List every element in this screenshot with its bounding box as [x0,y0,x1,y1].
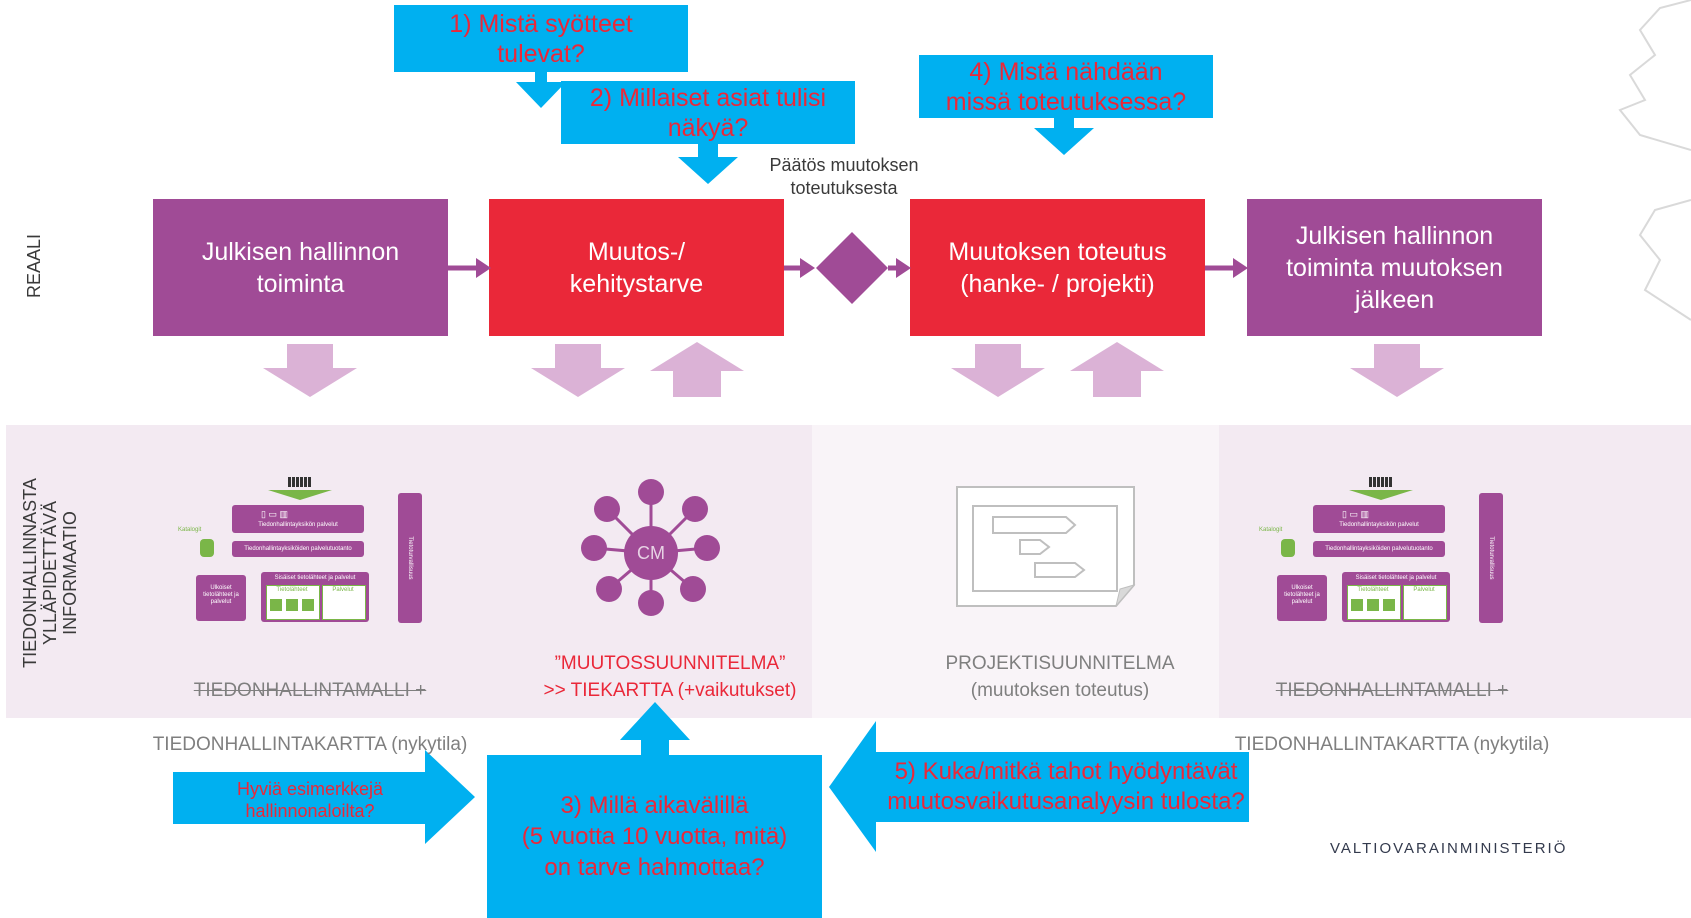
callout-question-5: 5) Kuka/mitkä tahot hyödyntävät muutosva… [887,758,1245,815]
mini-services-small-box [1403,585,1447,620]
database-icons [270,599,314,611]
catalog-label: Katalogit [1259,527,1283,533]
decision-diamond [816,232,888,304]
mini-security-box [1479,493,1503,623]
mini-services-small-box [322,585,366,620]
project-plan-document-icon [956,486,1136,607]
process-box-implementation: Muutoksen toteutus (hanke- / projekti) [910,199,1205,336]
green-down-arrow-icon [268,490,332,500]
mini-services-box [232,505,364,533]
cm-network-graphic [581,479,720,616]
mini-internal-label: Sisäiset tietolähteet ja palvelut [274,575,356,581]
mini-production-box: Tiedonhallintayksiköiden palvelutuotanto [232,541,364,557]
decision-label: Päätös muutoksen toteutuksesta [769,155,919,198]
mini-services-small-label: Palvelut [1413,587,1435,593]
pink-down-arrow [1350,344,1444,397]
callout-question-1: 1) Mistä syötteet tulevat? [394,5,688,72]
process-box-change-need: Muutos-/ kehitystarve [489,199,784,336]
pink-up-arrow [1070,342,1164,397]
caption-current-model: TIEDONHALLINTAMALLI + TIEDONHALLINTAKART… [130,650,490,785]
callout-arrow-down [1034,117,1094,155]
callout-question-2: 2) Millaiset asiat tulisi näkyä? [561,81,855,144]
mini-services-label: Tiedonhallintayksikön palvelut [258,522,338,528]
mini-external-box: Ulkoiset tietolähteet ja palvelut [196,575,246,621]
mini-internal-label: Sisäiset tietolähteet ja palvelut [1355,575,1437,581]
caption-current-model-strike: TIEDONHALLINTAMALLI + [193,680,427,701]
info-band-right [1219,425,1691,718]
mini-production-box: Tiedonhallintayksiköiden palvelutuotanto [1313,541,1445,557]
mini-services-label: Tiedonhallintayksikön palvelut [1339,522,1419,528]
flow-arrow [448,258,491,278]
flow-arrow [888,258,911,278]
mini-services-small-label: Palvelut [332,587,354,593]
callout-question-3: 3) Millä aikavälillä (5 vuotta 10 vuotta… [487,755,822,918]
callout-arrow-left [829,721,1249,852]
mini-sources-label: Tietolähteet [1357,587,1389,593]
callout-examples: Hyviä esimerkkejä hallinnonaloilta? [236,779,384,821]
mini-security-label: Tietoturvallisuus [407,536,413,580]
callout-arrow-down [516,72,566,108]
mini-services-box [1313,505,1445,533]
flow-arrow [1205,258,1248,278]
callout-question-4: 4) Mistä nähdään missä toteutuksessa? [919,55,1213,118]
flow-arrow [784,258,815,278]
lion-emblem-decoration [1618,0,1691,321]
mini-security-label: Tietoturvallisuus [1488,536,1494,580]
caption-current-model-rest: TIEDONHALLINTAKARTTA (nykytila) [152,734,468,755]
caption-after-model-strike: TIEDONHALLINTAMALLI + [1275,680,1509,701]
pink-down-arrow [531,344,625,397]
info-model-graphic-left: ▯ ▭ ▥ Tiedonhallintayksikön palvelut Tie… [176,475,426,625]
green-down-arrow-icon [1349,490,1413,500]
cm-label: CM [637,543,665,563]
device-icons: ▯ ▭ ▥ [261,509,288,519]
caption-project-plan: PROJEKTISUUNNITELMA (muutoksen toteutus) [945,653,1175,701]
mini-sources-label: Tietolähteet [276,587,308,593]
pink-down-arrow [263,344,357,397]
pink-up-arrow [650,342,744,397]
callout-arrow-up [620,702,690,756]
caption-after-model-rest: TIEDONHALLINTAKARTTA (nykytila) [1234,734,1550,755]
caption-change-plan: ”MUUTOSSUUNNITELMA” >> TIEKARTTA (+vaiku… [543,653,797,701]
callout-arrow-down [678,143,738,184]
mini-external-box: Ulkoiset tietolähteet ja palvelut [1277,575,1327,621]
catalog-icon [1281,539,1295,557]
mini-security-box [398,493,422,623]
caption-after-model: TIEDONHALLINTAMALLI + TIEDONHALLINTAKART… [1212,650,1572,785]
process-box-current: Julkisen hallinnon toiminta [153,199,448,336]
info-model-graphic-right: ▯ ▭ ▥ Tiedonhallintayksikön palvelut Tie… [1257,475,1507,625]
database-icons [1351,599,1395,611]
device-icons: ▯ ▭ ▥ [1342,509,1369,519]
ministry-logo-text: VALTIOVARAINMINISTERIÖ [1330,840,1568,857]
process-box-after: Julkisen hallinnon toiminta muutoksen jä… [1247,199,1542,336]
pink-down-arrow [951,344,1045,397]
catalog-label: Katalogit [178,527,202,533]
people-icon [1369,477,1393,487]
people-icon [288,477,312,487]
catalog-icon [200,539,214,557]
callout-arrow-right [173,750,475,844]
